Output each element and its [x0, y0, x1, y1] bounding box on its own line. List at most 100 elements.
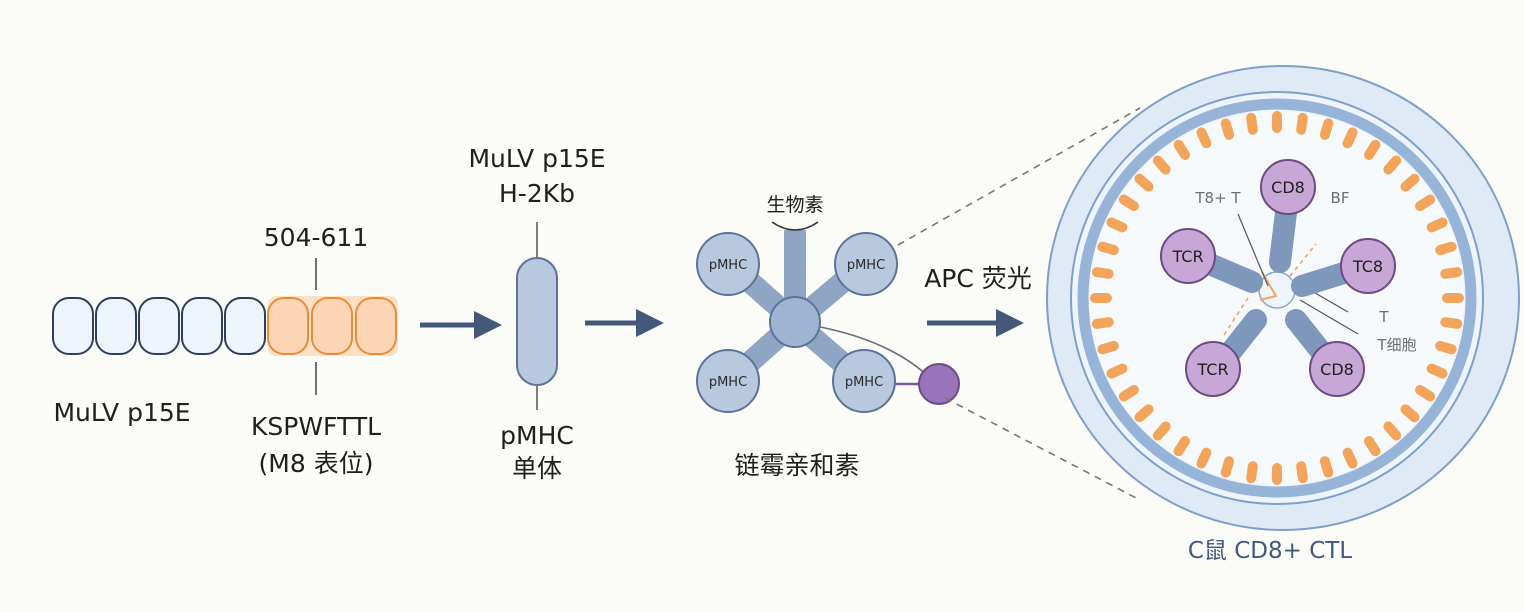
microvillus: [1415, 384, 1436, 402]
microvillus: [1342, 127, 1358, 149]
receptor-tcr-bottom: [1185, 341, 1241, 397]
receptor-tcr-left: [1160, 228, 1216, 284]
microvillus: [1363, 436, 1381, 457]
dashed-orange: [1289, 243, 1317, 277]
arrow-2: [585, 309, 664, 337]
microvillus: [1440, 267, 1463, 279]
microvillus: [1272, 111, 1282, 133]
pmhc-label: pMHC: [709, 375, 747, 390]
pointer-line: [1299, 299, 1359, 335]
microvillus: [1363, 139, 1381, 160]
protein-segment: [224, 297, 266, 355]
microvillus: [1220, 456, 1235, 478]
biotin-bracket: [771, 221, 819, 231]
microvillus: [1118, 384, 1139, 402]
mhc-top-line2: H-2Kb: [499, 179, 575, 208]
microvillus: [1106, 217, 1128, 233]
microvillus: [1342, 447, 1358, 469]
microvillus: [1173, 139, 1191, 160]
monomer-line1: pMHC: [500, 421, 574, 450]
microvillus: [1196, 127, 1212, 149]
protein-segment: [181, 297, 223, 355]
microvilli: [1090, 111, 1464, 485]
protein-name-label: MuLV p15E: [53, 398, 190, 427]
receptor-tc8: [1340, 238, 1396, 294]
microvillus: [1220, 118, 1235, 140]
microvillus: [1134, 404, 1154, 423]
protein-segment: [95, 297, 137, 355]
microvillus: [1400, 173, 1420, 192]
epitope-range-label: 504-611: [264, 223, 368, 252]
microvillus: [1173, 436, 1191, 457]
microvillus: [1246, 112, 1258, 135]
arrow-3: [927, 309, 1024, 337]
tc8-label: TC8: [1352, 257, 1383, 276]
streptavidin-core: [769, 296, 821, 348]
microvillus: [1097, 340, 1119, 355]
tcr-label: TCR: [1196, 360, 1228, 379]
microvillus: [1383, 155, 1402, 175]
microvillus: [1152, 421, 1171, 441]
microvillus: [1106, 363, 1128, 379]
t-label: T: [1378, 308, 1389, 326]
cell-membrane: [1077, 98, 1477, 498]
monomer-line2: 单体: [512, 454, 562, 483]
t-cell-label: T细胞: [1376, 336, 1416, 354]
protein-segment: [52, 297, 94, 355]
epitope-sequence-label: KSPWFTTL: [251, 412, 381, 441]
microvillus: [1118, 194, 1139, 212]
protein-segment: [138, 297, 180, 355]
apc-fluorophore-dot: [918, 363, 960, 405]
mhc-top-line1: MuLV p15E: [468, 144, 605, 173]
peptide-mark: [1259, 271, 1278, 301]
arrow-1: [420, 311, 502, 339]
pointer-line: [1237, 213, 1269, 287]
zoom-line-bottom: [944, 397, 1141, 501]
pmhc-monomer: [516, 222, 558, 410]
microvillus: [1319, 456, 1334, 478]
epitope-note-label: (M8 表位): [259, 449, 374, 478]
microvillus: [1097, 241, 1119, 256]
epitope-segment: [355, 297, 397, 355]
pmhc-label: pMHC: [845, 375, 883, 390]
microvillus: [1435, 340, 1457, 355]
microvillus: [1383, 421, 1402, 441]
cd8-label: CD8: [1271, 178, 1305, 197]
cd8-label: CD8: [1320, 360, 1354, 379]
receptor-cd8-top: [1260, 159, 1316, 215]
protein-segments: [52, 258, 398, 395]
pmhc-head: [696, 232, 760, 296]
microvillus: [1090, 293, 1112, 303]
t-cell: [1046, 65, 1520, 531]
biotin-label: 生物素: [766, 194, 823, 216]
microvillus: [1246, 461, 1258, 484]
pmhc-head: [696, 349, 760, 413]
microvillus: [1415, 194, 1436, 212]
t8t-label: T8+ T: [1194, 189, 1241, 207]
microvillus: [1442, 293, 1464, 303]
microvillus: [1426, 217, 1448, 233]
microvillus: [1440, 317, 1463, 329]
microvillus: [1319, 118, 1334, 140]
microvillus: [1400, 404, 1420, 423]
monomer-bar: [516, 257, 558, 386]
microvillus: [1134, 173, 1154, 192]
microvillus: [1296, 112, 1308, 135]
streptavidin-tetramer: [696, 221, 960, 413]
receptor-cd8-bottom: [1309, 341, 1365, 397]
pmhc-label: pMHC: [847, 258, 885, 273]
tcr-label: TCR: [1171, 247, 1203, 266]
microvillus: [1426, 363, 1448, 379]
microvillus: [1272, 463, 1282, 485]
pmhc-label: pMHC: [709, 258, 747, 273]
bf-label: BF: [1331, 189, 1350, 207]
apc-fluor-label: APC 荧光: [924, 264, 1032, 293]
microvillus: [1296, 461, 1308, 484]
microvillus: [1196, 447, 1212, 469]
microvillus: [1091, 267, 1114, 279]
pmhc-head: [834, 232, 898, 296]
epitope-segment: [267, 297, 309, 355]
microvillus: [1152, 155, 1171, 175]
